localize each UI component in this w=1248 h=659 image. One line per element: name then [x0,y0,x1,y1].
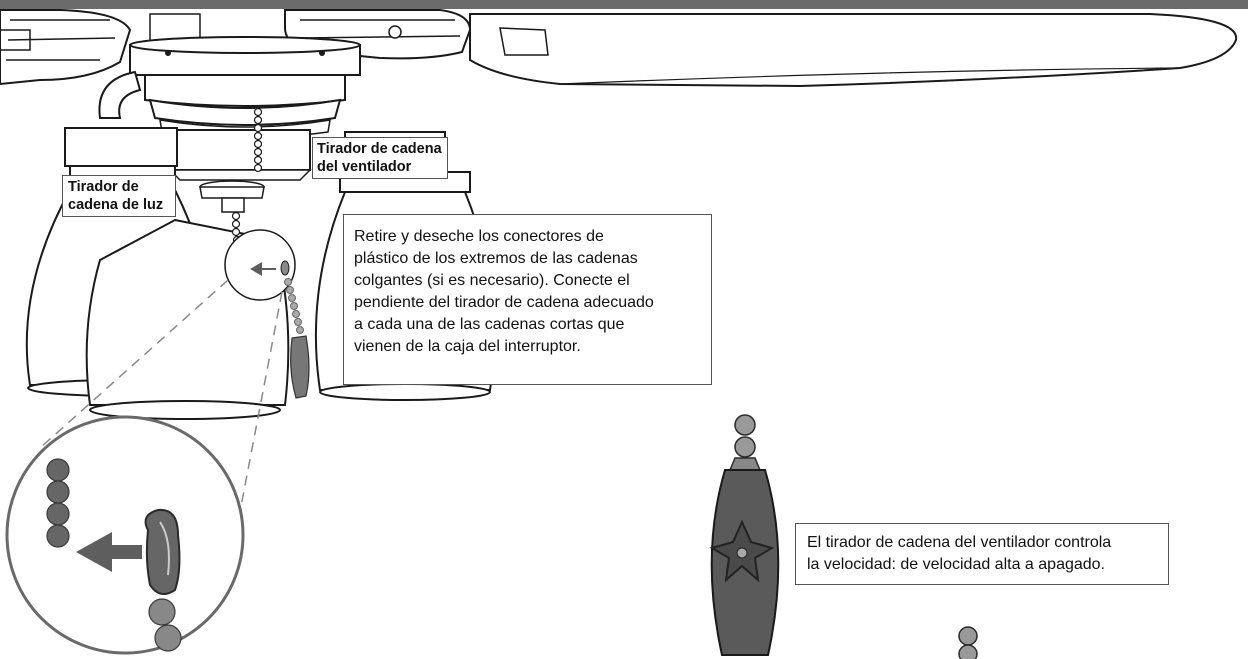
speed-note-line: El tirador de cadena del ventilador cont… [807,534,1112,551]
instructions-line: pendiente del tirador de cadena adecuado [354,294,654,311]
light-pull-chain-label-line-2: cadena de luz [68,197,164,213]
fan-pull-chain-label-line-1: Tirador de cadena [317,141,442,157]
light-kit-hub [168,129,312,213]
magnifier-circle-small [224,229,296,301]
instructions-line: colgantes (si es necesario). Conecte el [354,272,630,289]
instructions-line: a cada una de las cadenas cortas que [354,316,625,333]
chain-fragment-bottom [958,626,978,659]
instructions-line: plástico de los extremos de las cadenas [354,250,638,267]
connector-zoom [144,508,181,595]
fan-motor-housing [129,36,361,139]
fan-speed-pendant [709,414,780,656]
fan-blade-bracket-left [0,9,132,86]
speed-note-line: la velocidad: de velocidad alta a apagad… [807,556,1105,573]
fan-blade-right [469,13,1238,88]
arrow-left-icon [250,262,276,276]
light-pull-chain-label: Tirador de cadena de luz [62,175,176,217]
beaded-chain-zoom [46,458,70,548]
instructions-callout: Retire y deseche los conectores de plást… [343,214,712,385]
fan-pull-chain-label: Tirador de cadena del ventilador [312,137,448,179]
light-pull-chain-label-line-1: Tirador de [68,179,139,195]
fan-pull-chain-label-line-2: del ventilador [317,159,412,175]
instructions-line: vienen de la caja del interruptor. [354,338,581,355]
magnifier-circle-large [5,415,245,655]
arrow-left-icon [76,532,142,572]
light-kit-arm [98,70,142,119]
top-bar [0,0,1248,9]
fan-pull-chain [253,107,263,173]
instructions-line: Retire y deseche los conectores de [354,228,604,245]
magnifier-leader-lines [39,279,283,591]
pull-chain-pendant [284,278,310,399]
speed-note-callout: El tirador de cadena del ventilador cont… [795,523,1169,585]
